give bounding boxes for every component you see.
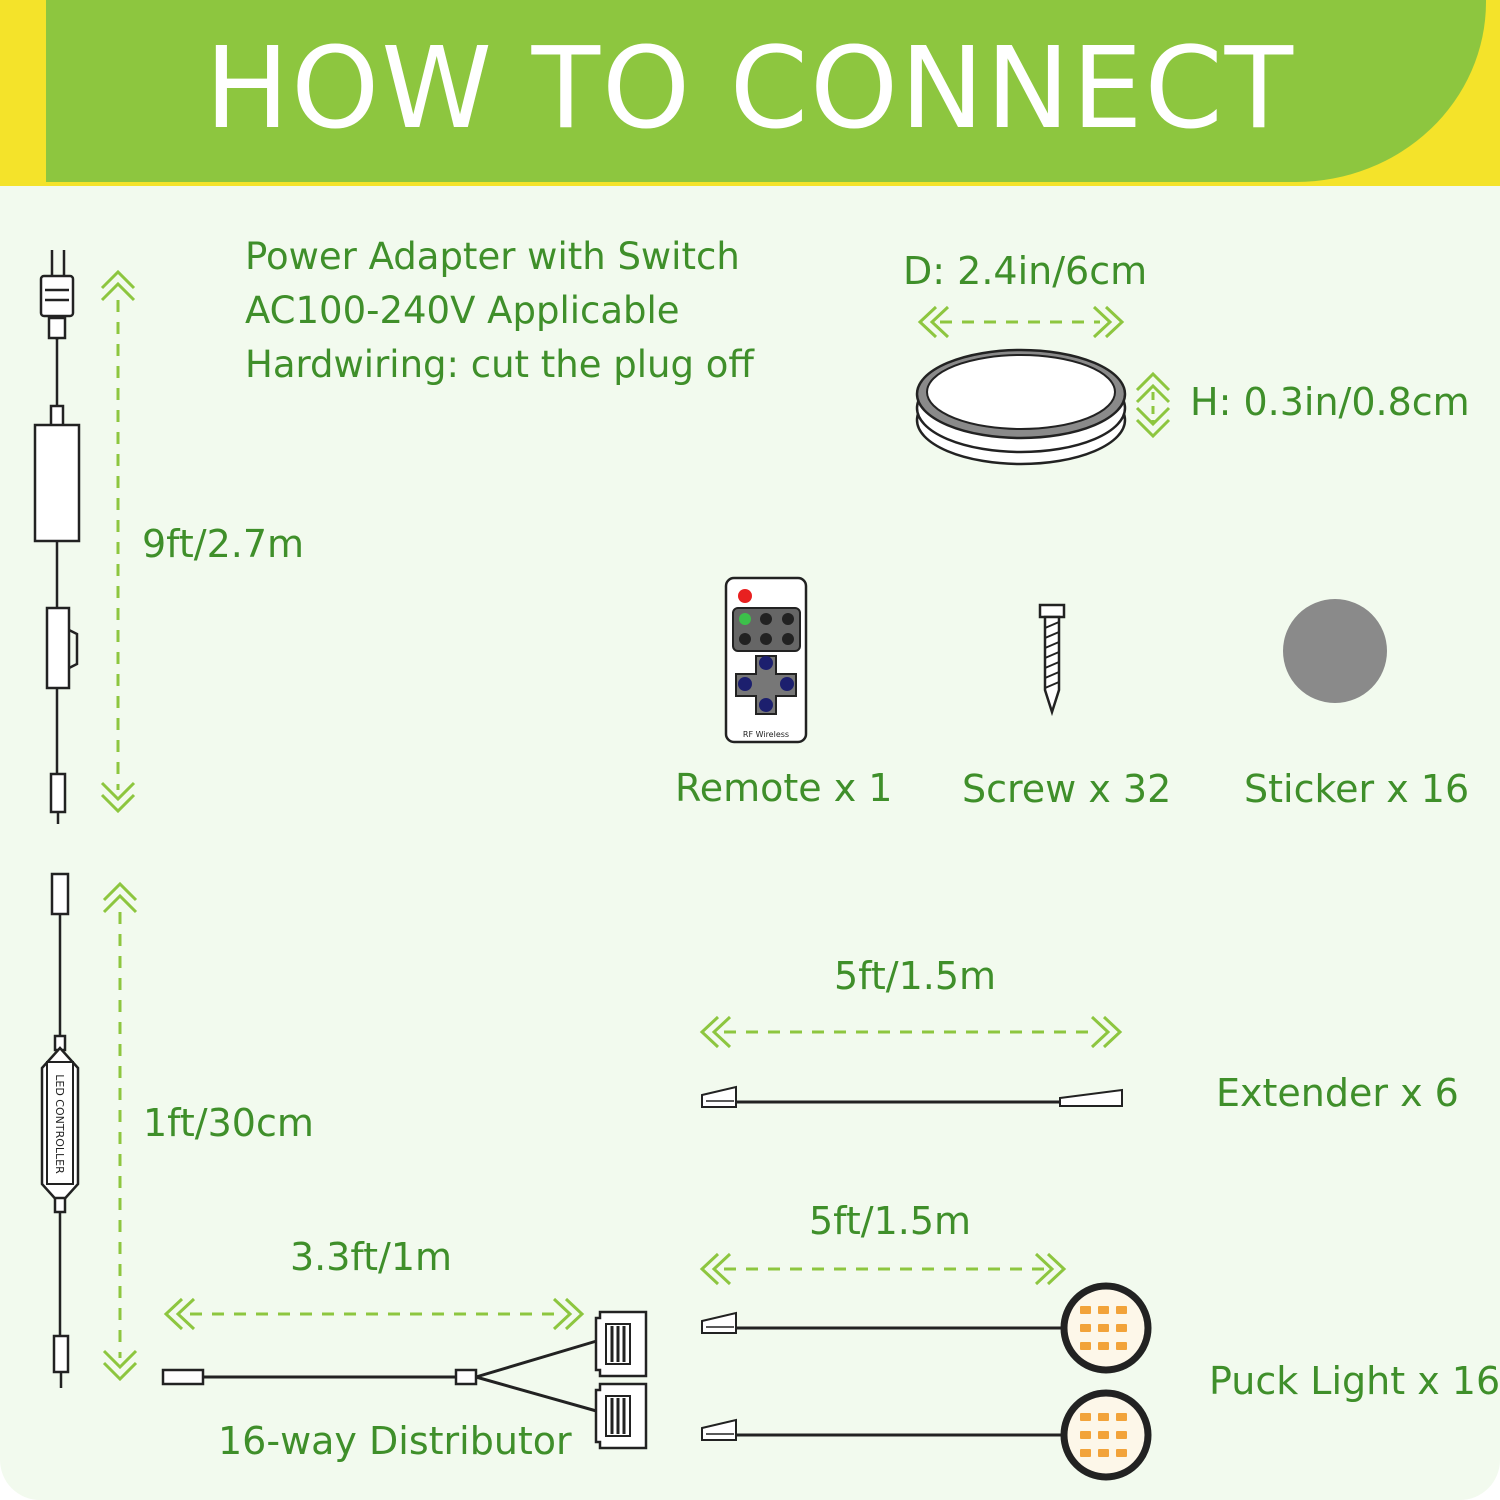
controller-body-text: LED CONTROLLER: [53, 1074, 66, 1174]
distributor-cable: [161, 1310, 648, 1450]
extender-length-arrow: [700, 1015, 1122, 1049]
diameter-label: D: 2.4in/6cm: [903, 249, 1148, 293]
remote-rf-label: RF Wireless: [743, 730, 789, 739]
distributor-length-arrow: [164, 1297, 584, 1331]
adapter-line-3: Hardwiring: cut the plug off: [245, 343, 754, 386]
adapter-length-arrow: [100, 270, 136, 813]
power-adapter-cable: [33, 250, 81, 824]
remote-label: Remote x 1: [675, 766, 893, 810]
extender-label: Extender x 6: [1216, 1071, 1459, 1115]
sticker-icon: [1283, 599, 1387, 703]
controller-length-label: 1ft/30cm: [143, 1101, 314, 1145]
screw-icon: [1038, 603, 1066, 717]
remote-icon: [724, 576, 808, 744]
puck-light-profile: [915, 348, 1127, 466]
distributor-length-label: 3.3ft/1m: [290, 1235, 453, 1279]
puck-light-cable-2: [701, 1389, 1152, 1481]
puck-light-label: Puck Light x 16: [1209, 1359, 1500, 1403]
diameter-arrow: [918, 305, 1124, 339]
header-band: [46, 0, 1486, 182]
screw-label: Screw x 32: [962, 767, 1172, 811]
adapter-line-1: Power Adapter with Switch: [245, 235, 740, 278]
header-title: HOW TO CONNECT: [204, 24, 1296, 154]
controller-length-arrow: [102, 882, 138, 1381]
adapter-description: Power Adapter with Switch AC100-240V App…: [245, 230, 754, 392]
height-arrow: [1135, 372, 1171, 438]
controller-cable: [40, 872, 80, 1388]
sticker-label: Sticker x 16: [1244, 767, 1470, 811]
extender-length-label: 5ft/1.5m: [834, 954, 997, 998]
extender-cable: [701, 1086, 1123, 1108]
height-label: H: 0.3in/0.8cm: [1190, 380, 1470, 424]
puck-light-cable-1: [701, 1282, 1152, 1374]
puck-length-arrow: [700, 1252, 1066, 1286]
puck-length-label: 5ft/1.5m: [809, 1199, 972, 1243]
adapter-line-2: AC100-240V Applicable: [245, 289, 680, 332]
distributor-label: 16-way Distributor: [218, 1419, 572, 1463]
adapter-length-label: 9ft/2.7m: [142, 522, 305, 566]
